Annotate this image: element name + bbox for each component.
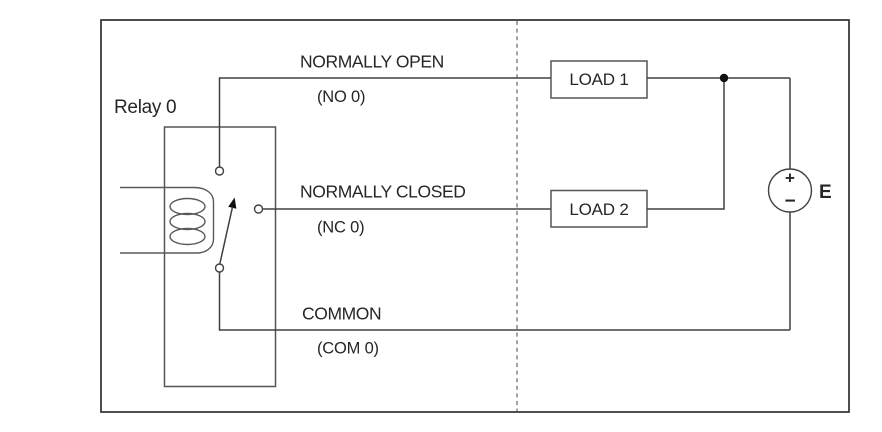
com-contact bbox=[214, 263, 225, 273]
diagram-border bbox=[100, 19, 850, 413]
nc-terminal-name: NORMALLY CLOSED bbox=[300, 182, 466, 202]
voltage-source: + − bbox=[767, 168, 813, 213]
no-wire bbox=[218, 77, 551, 167]
voltage-source-minus: − bbox=[784, 191, 795, 212]
nc-contact bbox=[253, 204, 264, 214]
load2-label: LOAD 2 bbox=[569, 200, 628, 219]
voltage-source-label: E bbox=[819, 182, 832, 203]
relay-label: Relay 0 bbox=[114, 97, 176, 118]
com-terminal-code: (COM 0) bbox=[317, 340, 379, 358]
relay-coil-loop bbox=[169, 227, 206, 246]
relay-coil-loop bbox=[169, 197, 206, 216]
common-wire bbox=[218, 272, 790, 331]
load2-right-wire bbox=[647, 78, 725, 210]
com-terminal-name: COMMON bbox=[302, 304, 381, 324]
load1-label: LOAD 1 bbox=[569, 70, 628, 89]
switch-arm-line bbox=[219, 207, 234, 265]
voltage-source-circle bbox=[767, 168, 813, 213]
voltage-source-plus: + bbox=[785, 169, 795, 188]
relay-coil-leads bbox=[120, 186, 215, 254]
nc-terminal-code: (NC 0) bbox=[317, 219, 364, 237]
no-contact bbox=[214, 166, 225, 176]
relay-coil bbox=[120, 186, 215, 254]
relay-coil-loop bbox=[169, 212, 206, 231]
relay-switch-arm bbox=[219, 197, 237, 265]
no-terminal-code: (NO 0) bbox=[317, 88, 365, 106]
load1-box bbox=[550, 60, 648, 99]
switch-arm-arrowhead-icon bbox=[228, 197, 237, 209]
junction-dot bbox=[719, 73, 729, 83]
no-terminal-name: NORMALLY OPEN bbox=[300, 52, 444, 72]
